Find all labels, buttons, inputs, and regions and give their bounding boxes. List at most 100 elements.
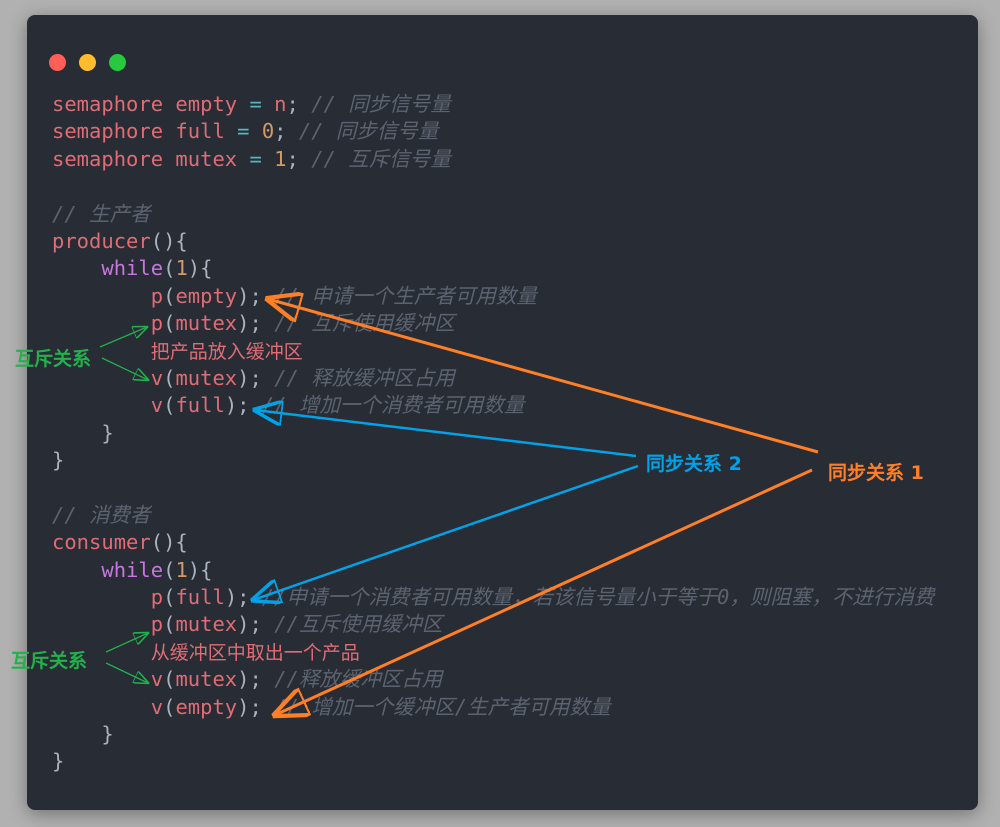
code-token: =: [249, 92, 262, 116]
code-token: n: [261, 92, 287, 116]
code-token: );: [237, 365, 275, 390]
code-token: p: [150, 612, 164, 637]
code-line: semaphore full = 0; // 同步信号量: [52, 118, 934, 145]
code-token: (: [163, 612, 176, 637]
code-comment: // 生产者: [52, 201, 151, 226]
code-line: p(full); //申请一个消费者可用数量，若该信号量小于等于0，则阻塞，不进…: [52, 584, 935, 611]
code-line: p(empty); // 申请一个生产者可用数量: [52, 283, 934, 310]
code-line: p(mutex); // 互斥使用缓冲区: [52, 310, 934, 337]
code-line: 从缓冲区中取出一个产品: [52, 639, 934, 666]
minimize-button[interactable]: [79, 54, 96, 71]
code-line: v(empty); // 增加一个缓冲区/生产者可用数量: [52, 694, 934, 721]
code-token: (){: [150, 228, 188, 253]
code-line: [52, 173, 934, 200]
code-token: consumer: [52, 530, 151, 555]
code-line: semaphore mutex = 1; // 互斥信号量: [52, 146, 934, 173]
code-token: producer: [52, 228, 151, 253]
maximize-button[interactable]: [109, 54, 126, 71]
code-line: }: [52, 721, 934, 748]
code-line: consumer(){: [52, 529, 934, 556]
code-token: );: [224, 393, 262, 418]
code-token: [52, 558, 101, 582]
code-line: v(full); // 增加一个消费者可用数量: [52, 392, 934, 419]
code-comment: // 同步信号量: [311, 92, 451, 116]
close-button[interactable]: [49, 54, 66, 71]
code-token: [52, 612, 151, 636]
code-line: semaphore empty = n; // 同步信号量: [52, 91, 934, 118]
code-line: v(mutex); // 释放缓冲区占用: [52, 365, 934, 392]
code-token: (: [163, 311, 176, 336]
code-token: );: [237, 311, 275, 336]
code-token: }: [52, 721, 114, 746]
code-comment: // 增加一个消费者可用数量: [261, 393, 525, 418]
code-token: );: [237, 694, 275, 719]
code-token: =: [249, 146, 262, 171]
code-token: v: [150, 667, 164, 692]
code-token: ;: [274, 119, 299, 144]
code-token: [52, 695, 151, 719]
code-comment: // 申请一个生产者可用数量: [274, 283, 537, 308]
code-token: semaphore full: [52, 119, 238, 144]
code-token: );: [237, 612, 275, 637]
code-token: (: [163, 283, 176, 308]
code-token: ){: [187, 256, 213, 281]
mutex-annotation-producer: 互斥关系: [15, 348, 92, 370]
code-line: // 生产者: [52, 201, 934, 228]
code-token: 从缓冲区中取出一个产品: [150, 641, 360, 664]
code-token: (){: [150, 530, 188, 555]
code-token: full: [175, 393, 225, 418]
code-comment: // 增加一个缓冲区/生产者可用数量: [274, 694, 611, 719]
code-comment: // 同步信号量: [298, 119, 439, 144]
code-token: [52, 311, 151, 335]
code-token: (: [163, 557, 176, 582]
code-token: p: [150, 283, 164, 308]
code-token: while: [101, 557, 164, 582]
code-token: mutex: [175, 311, 238, 336]
code-token: [52, 284, 151, 308]
code-token: );: [237, 667, 275, 692]
code-token: 1: [261, 146, 287, 171]
code-token: full: [175, 585, 225, 610]
code-token: (: [163, 585, 176, 610]
code-token: (: [163, 667, 176, 692]
code-token: v: [150, 393, 164, 418]
code-line: v(mutex); //释放缓冲区占用: [52, 666, 934, 693]
code-line: while(1){: [52, 255, 934, 282]
code-token: mutex: [175, 667, 238, 692]
code-token: ;: [286, 146, 312, 171]
code-token: 0: [249, 119, 275, 144]
code-token: =: [237, 119, 250, 144]
code-line: while(1){: [52, 557, 934, 584]
code-token: }: [52, 749, 65, 774]
code-token: v: [150, 365, 164, 390]
sync-annotation-2: 同步关系 2: [646, 453, 742, 475]
code-line: producer(){: [52, 228, 934, 255]
code-comment: //互斥使用缓冲区: [274, 612, 443, 637]
code-token: 1: [175, 557, 188, 582]
code-comment: // 互斥使用缓冲区: [274, 311, 455, 336]
code-token: ;: [286, 92, 312, 116]
code-line: }: [52, 447, 934, 474]
code-token: [52, 585, 151, 609]
code-token: mutex: [175, 612, 238, 637]
code-line: }: [52, 420, 934, 447]
code-token: (: [163, 365, 176, 390]
code-token: );: [224, 585, 262, 610]
code-comment: //申请一个消费者可用数量，若该信号量小于等于0，则阻塞，不进行消费: [261, 585, 935, 610]
code-token: (: [163, 393, 176, 418]
code-token: empty: [175, 694, 238, 719]
code-token: }: [52, 420, 114, 445]
code-line: p(mutex); //互斥使用缓冲区: [52, 611, 934, 638]
code-token: 把产品放入缓冲区: [150, 340, 303, 363]
code-line: [52, 474, 934, 501]
code-comment: // 消费者: [52, 502, 151, 527]
code-comment: //释放缓冲区占用: [274, 667, 443, 692]
code-token: semaphore empty: [52, 92, 250, 116]
mutex-annotation-consumer: 互斥关系: [11, 650, 88, 672]
code-token: [52, 393, 151, 417]
code-token: while: [101, 256, 164, 281]
code-line: }: [52, 748, 934, 775]
code-token: (: [163, 256, 176, 281]
sync-annotation-1: 同步关系 1: [828, 462, 924, 484]
